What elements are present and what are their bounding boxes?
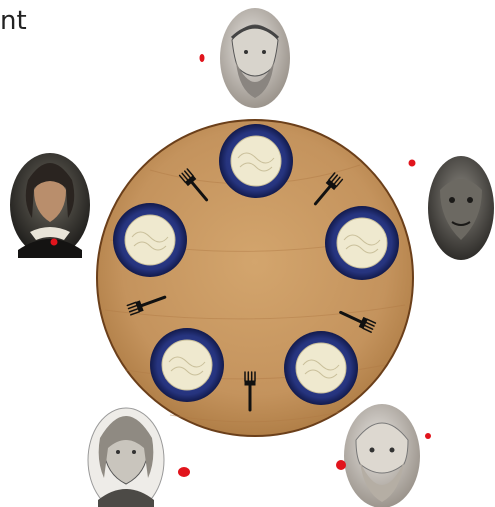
philosopher-bottom-right-portrait xyxy=(344,404,420,507)
red-marker-bottom-right-small xyxy=(425,433,431,439)
plate-top xyxy=(219,124,293,198)
plate-bottom-left xyxy=(150,328,224,402)
philosopher-right-portrait xyxy=(428,156,494,260)
red-marker-top xyxy=(200,54,205,62)
plate-right xyxy=(325,206,399,280)
plate-bottom-right xyxy=(284,331,358,405)
philosopher-top-portrait xyxy=(220,8,290,108)
red-marker-right xyxy=(409,160,416,167)
red-marker-bottom-right xyxy=(336,460,346,470)
plate-left xyxy=(113,203,187,277)
red-marker-bottom-left xyxy=(178,467,190,477)
philosopher-left-portrait xyxy=(10,153,90,258)
philosopher-bottom-left-portrait xyxy=(88,408,164,507)
red-marker-left xyxy=(51,239,58,246)
